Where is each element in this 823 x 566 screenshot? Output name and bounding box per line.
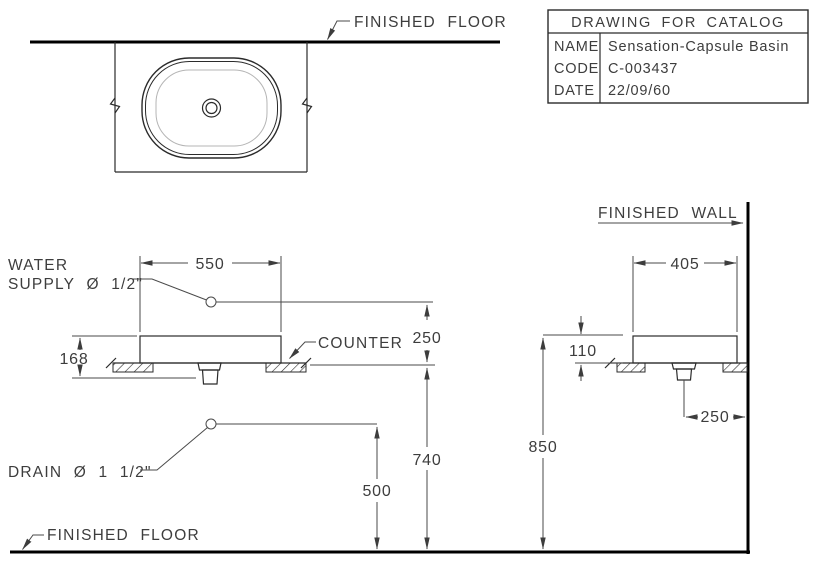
drain-point (205, 418, 217, 430)
dim-850-text: 850 (528, 439, 557, 456)
side-counter-hatch-right (722, 362, 748, 373)
plan-break-mark-left (109, 97, 121, 114)
basin-top-outline (141, 57, 282, 159)
dim-250-side: 250 (683, 380, 746, 426)
front-drain-flange (197, 362, 222, 371)
title-block-row-date-value: 22/09/60 (608, 83, 671, 99)
dim-550-text: 550 (195, 256, 224, 273)
water-supply-point (205, 296, 217, 308)
floor-bottom-leader (22, 534, 44, 550)
plan-counter-outline (114, 42, 308, 173)
plan-break-mark-right (301, 97, 313, 114)
title-block-row-code-value: C-003437 (608, 61, 678, 77)
plan-view: FINISHED FLOOR (30, 14, 507, 173)
dim-740-text: 740 (412, 452, 441, 469)
finished-floor-bottom-label: FINISHED FLOOR (47, 527, 200, 544)
dim-550: 550 (139, 256, 282, 332)
water-supply-label-line2: SUPPLY Ø 1/2" (8, 276, 143, 293)
side-elevation-view: FINISHED WALL 405 110 (528, 202, 750, 554)
water-supply-label-line1: WATER (8, 257, 68, 274)
dim-405-text: 405 (670, 256, 699, 273)
dim-250-front-text: 250 (412, 330, 441, 347)
front-elevation-view: 550 WATER SUPPLY Ø 1/2" 168 COUNTER (8, 256, 441, 550)
water-supply-leader (133, 278, 207, 301)
dim-168: 168 (59, 335, 196, 379)
front-counter-hatch-left (112, 362, 154, 373)
finished-floor-top-label: FINISHED FLOOR (354, 14, 507, 31)
drain-label: DRAIN Ø 1 1/2" (8, 464, 152, 481)
side-drain-body (675, 368, 693, 381)
basin-side-outline (632, 335, 738, 364)
front-counter-tick-left (105, 357, 117, 369)
front-counter-hatch-right (265, 362, 307, 373)
dim-250-front: 250 (310, 304, 441, 366)
dim-168-text: 168 (59, 351, 88, 368)
floor-bottom: FINISHED FLOOR (10, 527, 750, 554)
title-block-row-code-label: CODE (554, 61, 599, 77)
front-counter-tick-right (300, 357, 312, 369)
title-block: DRAWING FOR CATALOG NAME Sensation-Capsu… (547, 9, 809, 104)
drain-leader (140, 427, 208, 471)
title-block-border (547, 9, 809, 104)
dim-740: 740 (412, 367, 441, 550)
side-counter-hatch-left (616, 362, 646, 373)
basin-front-outline (139, 335, 282, 364)
basin-inner-bowl-outline (155, 69, 268, 147)
dim-500-text: 500 (362, 483, 391, 500)
dim-110-text: 110 (569, 343, 597, 360)
dim-405: 405 (632, 256, 738, 332)
finished-wall-label: FINISHED WALL (598, 205, 738, 222)
title-block-row-date-label: DATE (554, 83, 595, 99)
counter-leader (289, 341, 316, 359)
dim-250-side-text: 250 (700, 409, 729, 426)
front-drain-body (201, 369, 219, 385)
plan-drain-inner-circle (205, 101, 218, 115)
side-drain-flange (671, 362, 697, 370)
counter-label: COUNTER (318, 335, 403, 352)
plan-drain-outer-circle (201, 98, 222, 118)
dim-500: 500 (362, 426, 391, 550)
dim-110: 110 (543, 316, 623, 381)
dim-850: 850 (528, 337, 557, 550)
title-block-title: DRAWING FOR CATALOG (571, 15, 785, 31)
title-block-row-name-value: Sensation-Capsule Basin (608, 39, 789, 55)
plan-floor-leader (327, 20, 350, 40)
title-block-row-name-label: NAME (554, 39, 599, 55)
